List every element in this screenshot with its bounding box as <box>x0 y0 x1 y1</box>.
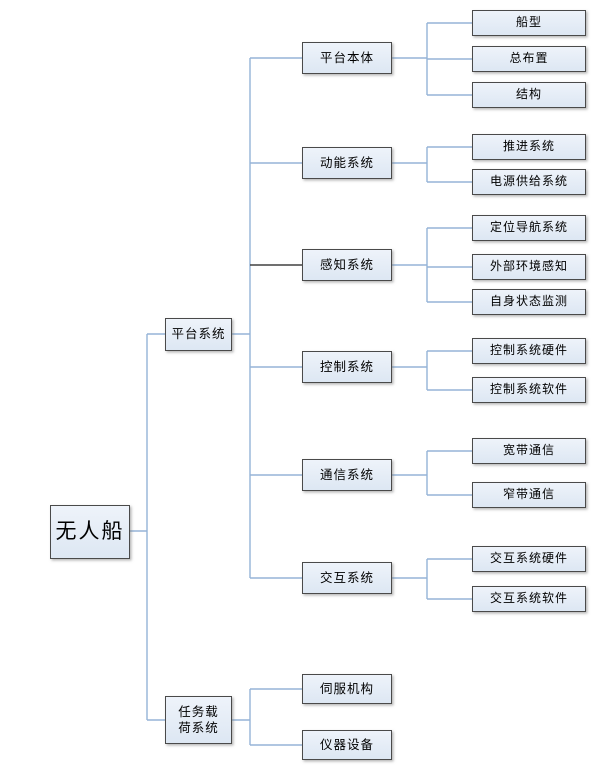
node-control-system-software: 控制系统软件 <box>472 377 586 403</box>
node-servo-mechanism: 伺服机构 <box>302 674 392 704</box>
node-hull-form: 船型 <box>472 10 586 36</box>
node-interaction-system: 交互系统 <box>302 562 392 594</box>
node-broadband-communication: 宽带通信 <box>472 438 586 464</box>
node-communication-system: 通信系统 <box>302 459 392 491</box>
node-platform-body: 平台本体 <box>302 42 392 74</box>
node-external-environment-perception: 外部环境感知 <box>472 254 586 280</box>
node-positioning-navigation-system: 定位导航系统 <box>472 215 586 241</box>
node-general-arrangement: 总布置 <box>472 46 586 72</box>
node-interaction-system-software: 交互系统软件 <box>472 586 586 612</box>
node-mission-payload-system: 任务载荷系统 <box>165 696 232 744</box>
node-unmanned-ship: 无人船 <box>50 505 130 559</box>
node-perception-system: 感知系统 <box>302 249 392 281</box>
node-control-system-hardware: 控制系统硬件 <box>472 338 586 364</box>
node-structure: 结构 <box>472 82 586 108</box>
node-interaction-system-hardware: 交互系统硬件 <box>472 546 586 572</box>
node-platform-system: 平台系统 <box>165 318 232 351</box>
node-kinetic-energy-system: 动能系统 <box>302 147 392 179</box>
node-self-status-monitoring: 自身状态监测 <box>472 289 586 315</box>
node-narrowband-communication: 窄带通信 <box>472 482 586 508</box>
node-power-supply-system: 电源供给系统 <box>472 169 586 195</box>
node-control-system: 控制系统 <box>302 351 392 383</box>
node-instrument-equipment: 仪器设备 <box>302 730 392 760</box>
node-propulsion-system: 推进系统 <box>472 134 586 160</box>
